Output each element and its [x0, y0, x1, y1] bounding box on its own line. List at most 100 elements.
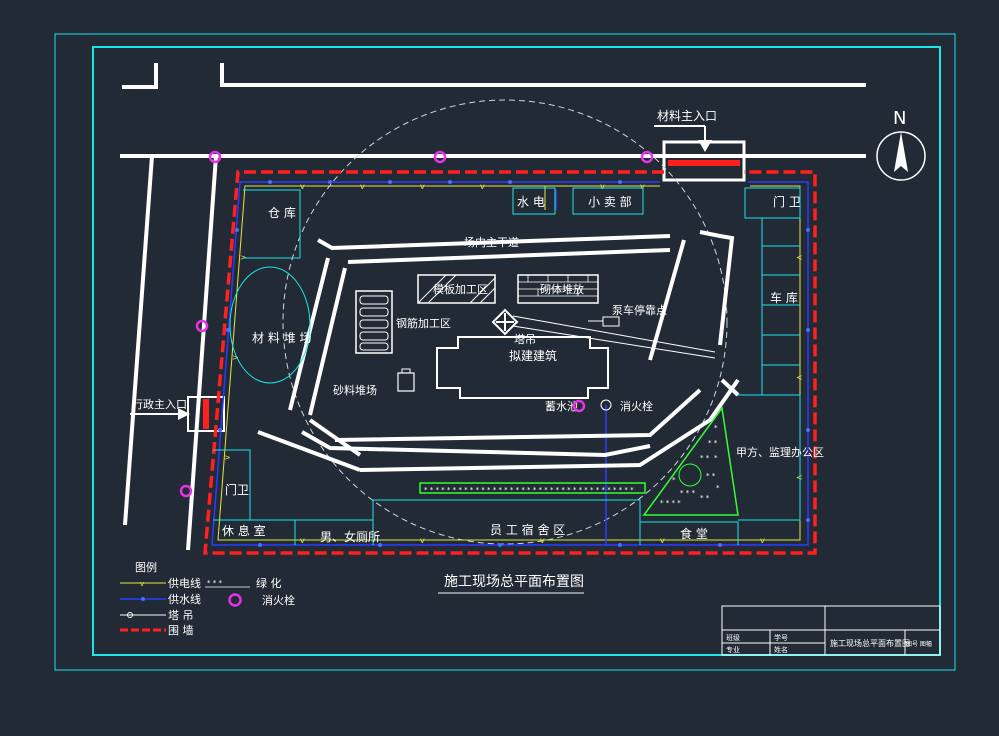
dorm-label: 员 工 宿 舍 区: [490, 522, 565, 537]
warehouse-label: 仓 库: [268, 205, 296, 220]
reservoir-label: 蓄水池: [545, 400, 578, 413]
svg-text:*: *: [716, 484, 720, 492]
power-line: [217, 185, 801, 541]
legend-hydrant-icon: [228, 593, 242, 607]
legend-hydrant: 消火栓: [262, 593, 295, 607]
north-label: N: [893, 108, 906, 129]
tb-cell-name: 姓名: [774, 645, 788, 654]
masonry-area: 砌体堆放: [517, 274, 599, 304]
svg-text:* *: * *: [708, 439, 718, 447]
gate-top-right-label: 门 卫: [773, 194, 801, 209]
legend-power: 供电线: [168, 576, 201, 590]
svg-text:v: v: [480, 182, 485, 191]
hydrant-icon: [433, 150, 447, 164]
svg-text:v: v: [300, 536, 305, 545]
tb-cell-class: 班级: [726, 633, 740, 642]
boundary-wall: [203, 170, 817, 555]
legend-wall: 围 墙: [168, 623, 194, 637]
tb-drawing-name: 施工现场总平面布置图: [830, 638, 910, 648]
legend-crane: 塔 吊: [168, 609, 194, 622]
admin-entrance: 行政主入口: [130, 396, 225, 432]
hydrant-text-label: 消火栓: [620, 399, 653, 413]
shop-label: 小 卖 部: [588, 194, 632, 209]
svg-text:>: >: [224, 453, 231, 462]
svg-text:v: v: [540, 536, 545, 545]
formwork-area: 模板加工区: [417, 274, 496, 304]
green-area: ** ** * ** ** * * * * * ** ** * * * * * …: [419, 406, 739, 516]
rebar-area: 钢筋加工区: [355, 290, 451, 354]
hydrant-icon: [640, 150, 654, 164]
legend: 图例 v 供电线 供水线 塔 吊 围 墙 * * * 绿 化 消火栓: [120, 560, 295, 637]
pump-truck-label: 泵车停靠点: [612, 303, 667, 317]
svg-text:*: *: [714, 424, 718, 432]
crane-radius-circle: [282, 99, 728, 545]
svg-text:v: v: [760, 536, 765, 545]
svg-text:v: v: [420, 182, 425, 191]
svg-text:v: v: [300, 182, 305, 191]
water-power-label: 水 电: [517, 195, 545, 209]
hydrant-icon: [572, 399, 586, 413]
svg-text:* *: * *: [700, 494, 710, 502]
tower-crane-label: 塔吊: [514, 333, 536, 346]
svg-text:v: v: [640, 182, 645, 191]
legend-greening: 绿 化: [256, 576, 282, 590]
material-yard-ellipse: [229, 266, 311, 384]
svg-text:v: v: [420, 536, 425, 545]
rebar-label: 钢筋加工区: [396, 316, 451, 330]
svg-text:>: >: [232, 353, 239, 362]
main-road-label: 场内主干道: [464, 235, 519, 249]
toilet-label: 男、女厕所: [320, 529, 380, 544]
svg-text:* * * *: * * * *: [660, 499, 681, 507]
garage-label: 车 库: [770, 290, 798, 305]
admin-entrance-label: 行政主入口: [132, 397, 187, 411]
tower-crane-icon: [491, 308, 519, 336]
bottom-buildings: [213, 449, 739, 545]
material-entrance-label: 材料主入口: [657, 109, 717, 123]
water-line: [211, 181, 809, 546]
restroom-label: 休 息 室: [222, 523, 266, 538]
internal-roads: [257, 230, 740, 472]
office-area: [738, 394, 801, 521]
legend-water: 供水线: [168, 592, 201, 606]
svg-text:<: <: [796, 253, 803, 262]
hydrant-icon: [208, 150, 222, 164]
svg-text:v: v: [140, 580, 144, 588]
office-label: 甲方、监理办公区: [736, 445, 824, 459]
tb-cell-id: 学号: [774, 633, 788, 642]
svg-text:v: v: [360, 182, 365, 191]
svg-text:v: v: [660, 536, 665, 545]
sand-yard-label: 砂料堆场: [333, 383, 377, 397]
svg-text:* * * * * * * * * * * * * * *: * * * * * * * * * * * * * * * * * * * * …: [424, 486, 634, 494]
svg-text:* * *: * * *: [207, 579, 222, 587]
water-markers: [218, 180, 810, 547]
material-entrance: 材料主入口: [654, 109, 746, 182]
inner-frame: [92, 46, 941, 656]
svg-text:*: *: [672, 476, 676, 484]
gate-bottom-left-label: 门卫: [225, 482, 249, 497]
material-yard-label: 材 料 堆 场: [252, 331, 311, 345]
proposed-building: [436, 336, 609, 399]
proposed-building-label: 拟建建筑: [509, 348, 557, 363]
pump-truck: 泵车停靠点: [588, 303, 667, 327]
svg-text:* *: * *: [700, 454, 710, 462]
svg-text:<: <: [796, 373, 803, 382]
svg-text:* *: * *: [706, 472, 716, 480]
hydrant-icon: [195, 319, 209, 333]
legend-title: 图例: [135, 560, 157, 574]
crane-jib: [512, 315, 716, 359]
external-roads: [120, 63, 866, 551]
tb-cell-major: 专业: [726, 645, 740, 654]
svg-text:<: <: [796, 473, 803, 482]
svg-text:*: *: [714, 454, 718, 462]
svg-text:v: v: [600, 182, 605, 191]
sand-yard: 砂料堆场: [333, 368, 415, 397]
hydrant-icon: [179, 484, 193, 498]
title-block: [721, 605, 941, 656]
fire-hydrants: [179, 150, 654, 498]
drawing-title: 施工现场总平面布置图: [444, 574, 584, 590]
svg-text:* * *: * * *: [680, 489, 695, 497]
reservoir-icon: [600, 399, 612, 411]
canteen-label: 食 堂: [680, 526, 708, 541]
north-arrow-icon: N: [876, 108, 926, 181]
